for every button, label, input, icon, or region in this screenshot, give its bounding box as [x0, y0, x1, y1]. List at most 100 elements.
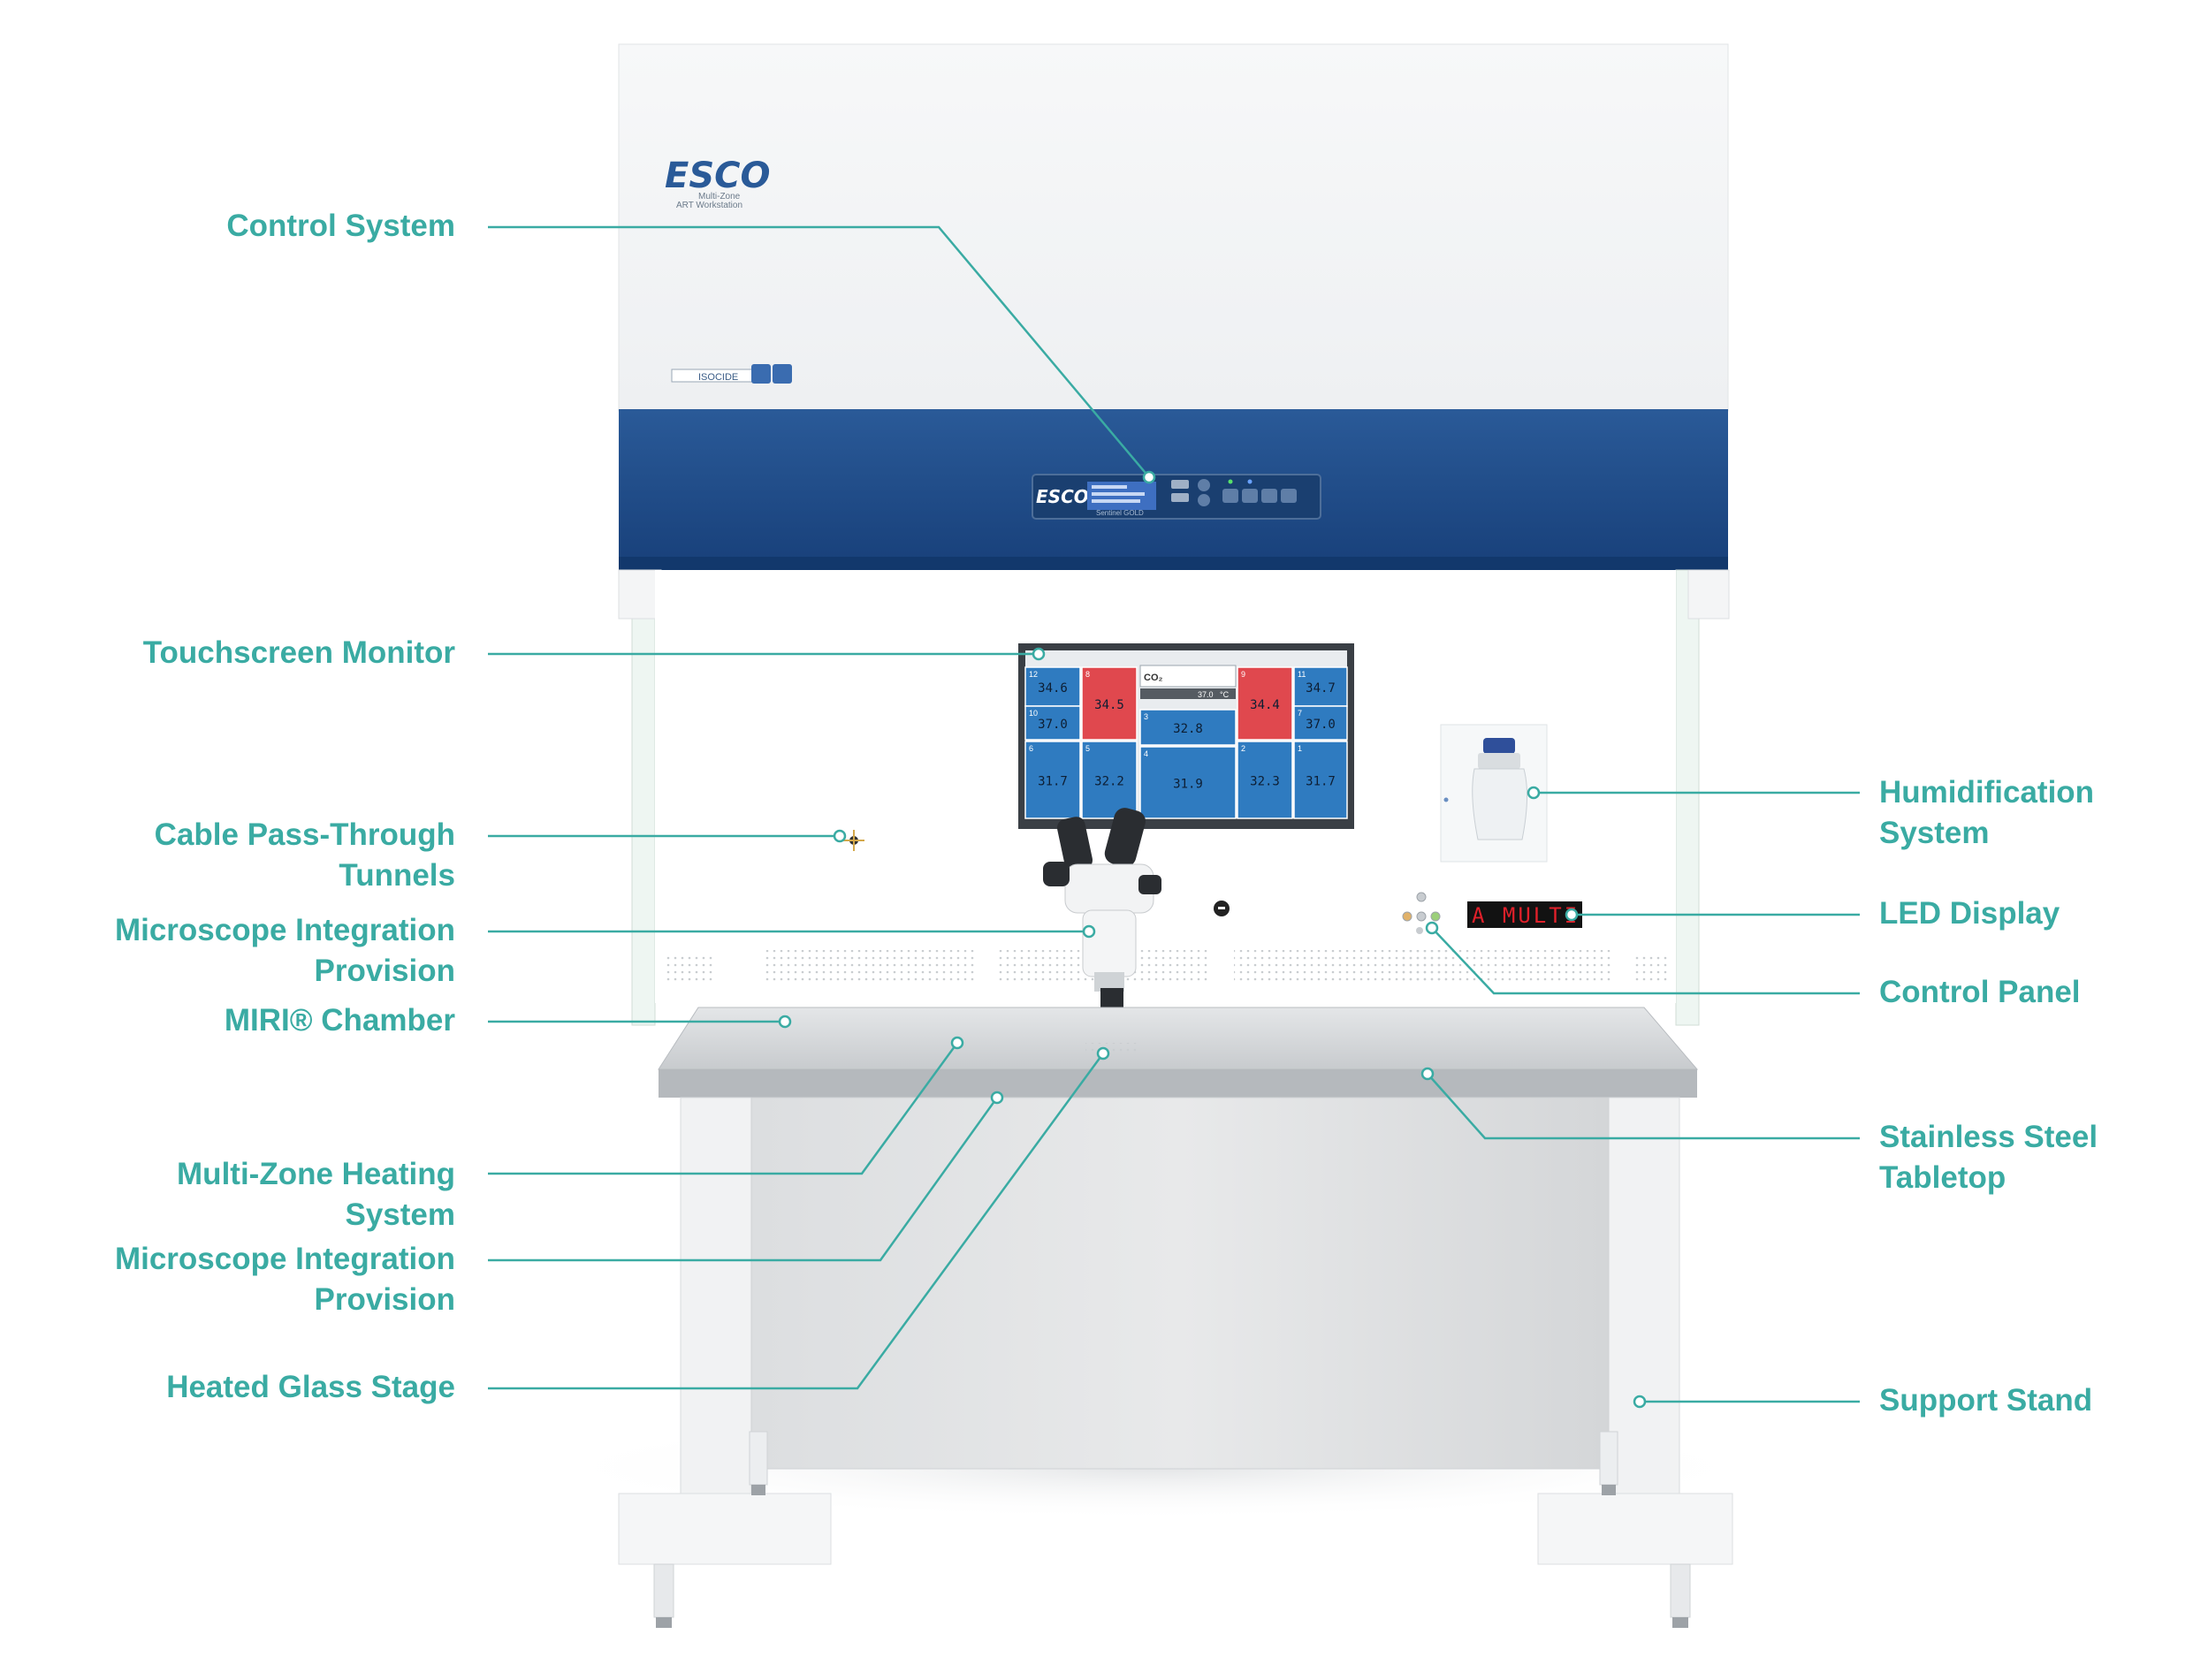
cable-pass-through-icon — [843, 830, 864, 851]
leader-dot-miri-chamber — [778, 1015, 792, 1029]
control-arrow-down — [1198, 494, 1210, 506]
monitor-tile-9 — [1237, 666, 1293, 741]
monitor-tile-id: 5 — [1085, 744, 1090, 753]
monitor-tile-value: 37.0 — [1306, 718, 1336, 732]
label-line: Support Stand — [1879, 1383, 2093, 1418]
humidification-unit — [1440, 724, 1548, 863]
monitor-tile-6 — [1024, 741, 1081, 819]
hood-subtitle-line2: ART Workstation — [676, 201, 742, 210]
hood-subtitle-line1: Multi-Zone — [698, 192, 741, 201]
leader-dot-humidification-system — [1527, 786, 1541, 800]
monitor-tile-7 — [1293, 705, 1348, 741]
co2-label: CO₂ — [1144, 673, 1163, 683]
monitor-tile-5 — [1081, 741, 1138, 819]
hood-brand-text: ESCO — [665, 156, 771, 196]
label-touchscreen-monitor: Touchscreen Monitor — [143, 633, 455, 673]
vent-strip-2 — [765, 950, 977, 981]
leader-control-system — [488, 225, 1150, 478]
monitor-tile-id: 3 — [1144, 712, 1148, 721]
monitor-tile-value: 32.8 — [1173, 722, 1203, 736]
label-line: Provision — [314, 954, 455, 988]
leader-dot-touchscreen-monitor — [1032, 647, 1046, 661]
monitor-tile-3 — [1139, 709, 1237, 746]
vent-strip-6 — [1633, 953, 1669, 981]
label-line: Stainless Steel — [1879, 1120, 2098, 1154]
monitor-tile-12 — [1024, 666, 1081, 707]
control-footer-text: Sentinel GOLD — [1096, 509, 1144, 517]
leader-stainless-steel-tabletop — [1427, 1073, 1860, 1140]
leader-lines — [488, 225, 1860, 1409]
control-panel-knobs — [1402, 892, 1441, 934]
monitor-tile-value: 31.7 — [1038, 775, 1068, 789]
monitor-tile-id: 6 — [1029, 744, 1033, 753]
led-display-text: A MULTI — [1472, 903, 1580, 928]
co2-header — [1139, 665, 1237, 688]
monitor-tile-id: 9 — [1241, 670, 1245, 679]
label-line: Control Panel — [1879, 975, 2081, 1009]
leader-dot-stainless-steel-tabletop — [1420, 1067, 1435, 1081]
label-line: LED Display — [1879, 896, 2060, 931]
label-line: Microscope Integration — [114, 913, 455, 947]
monitor-tile-value: 34.5 — [1094, 698, 1124, 712]
monitor-tile-grid: 1234.61037.0834.5631.7532.2332.8431.9934… — [1024, 666, 1348, 819]
monitor-tile-id: 8 — [1085, 670, 1090, 679]
monitor-tile-id: 12 — [1029, 670, 1038, 679]
label-line: System — [1879, 816, 1990, 850]
stainless-steel-tabletop — [658, 1007, 1699, 1070]
esco-logo: ESCO Multi-Zone ART Workstation — [665, 156, 771, 210]
monitor-tile-id: 7 — [1298, 709, 1302, 718]
monitor-tile-value: 34.7 — [1306, 681, 1336, 696]
leader-dot-multi-zone-heating-system — [950, 1036, 964, 1050]
vent-strip-5 — [1399, 950, 1611, 981]
monitor-tile-id: 1 — [1298, 744, 1302, 753]
monitor-tile-2 — [1237, 741, 1293, 819]
monitor-tile-8 — [1081, 666, 1138, 741]
co2-unit: °C — [1220, 690, 1230, 699]
isocide-badge-text: ISOCIDE — [698, 372, 738, 383]
label-line: Control System — [226, 209, 455, 243]
monitor-tile-value: 31.9 — [1173, 778, 1203, 792]
monitor-tile-11 — [1293, 666, 1348, 707]
label-line: Heated Glass Stage — [166, 1370, 455, 1404]
monitor-tile-id: 2 — [1241, 744, 1245, 753]
label-line: MIRI® Chamber — [224, 1003, 455, 1038]
monitor-tile-id: 10 — [1029, 709, 1038, 718]
leader-dot-heated-glass-stage — [1096, 1046, 1110, 1060]
label-line: Cable Pass-Through — [154, 817, 455, 852]
label-led-display: LED Display — [1879, 893, 2060, 934]
control-brand-text: ESCO — [1036, 486, 1089, 507]
monitor-tile-value: 32.2 — [1094, 775, 1124, 789]
leader-dot-led-display — [1565, 908, 1579, 922]
isocide-badge: ISOCIDE — [671, 364, 792, 384]
monitor-tile-4 — [1139, 746, 1237, 819]
label-miri-chamber: MIRI® Chamber — [225, 1000, 455, 1041]
vent-strip-1 — [663, 953, 716, 981]
leader-multi-zone-heating-system — [488, 1042, 959, 1175]
label-line: Touchscreen Monitor — [142, 635, 455, 670]
leader-microscope-integration-provision-2 — [488, 1097, 999, 1262]
monitor-tile-id: 4 — [1144, 749, 1148, 758]
leader-heated-glass-stage — [488, 1053, 1105, 1390]
monitor-tile-id: 11 — [1298, 670, 1306, 679]
label-line: Microscope Integration — [114, 1242, 455, 1276]
leader-dot-control-system — [1142, 470, 1156, 484]
leader-dot-control-panel — [1425, 921, 1439, 935]
leader-dot-support-stand — [1633, 1395, 1647, 1409]
label-line: Tabletop — [1879, 1160, 2006, 1195]
label-line: System — [345, 1197, 455, 1232]
leader-dot-microscope-integration-provision-2 — [990, 1091, 1004, 1105]
led-display: A MULTI — [1467, 901, 1582, 928]
leader-dot-microscope-integration-provision-1 — [1082, 924, 1096, 939]
monitor-tile-1 — [1293, 741, 1348, 819]
left-glass-panel — [631, 569, 656, 1026]
touchscreen-monitor: 1234.61037.0834.5631.7532.2332.8431.9934… — [1018, 643, 1354, 829]
control-arrow-up — [1198, 479, 1210, 491]
monitor-tile-value: 31.7 — [1306, 775, 1336, 789]
label-support-stand: Support Stand — [1879, 1380, 2092, 1421]
